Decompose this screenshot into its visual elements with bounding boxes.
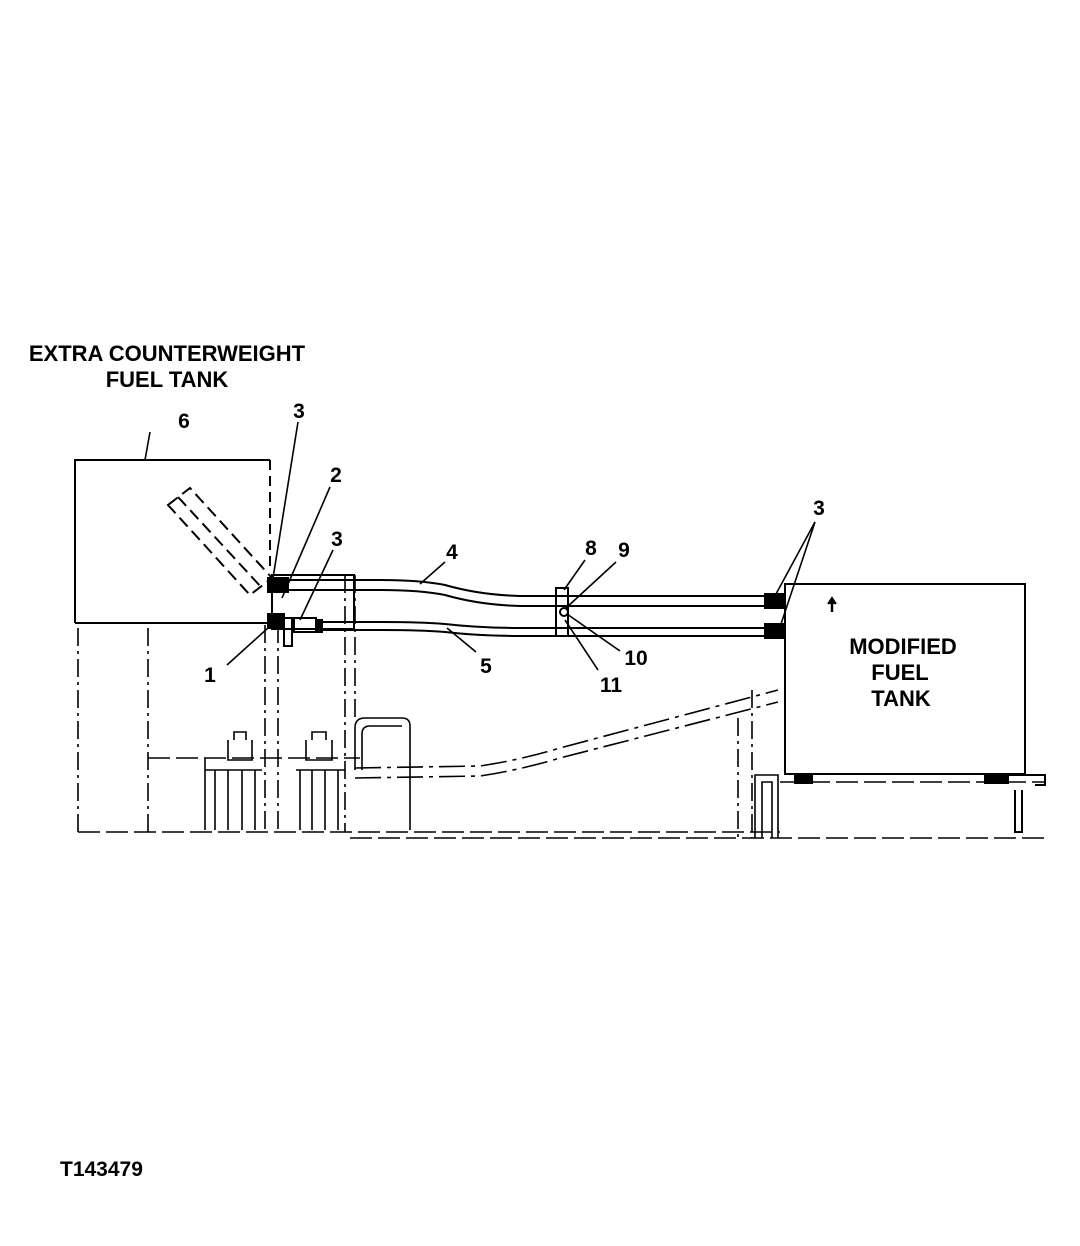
hose-clamp <box>555 587 569 637</box>
callout-3-right: 3 <box>813 497 825 520</box>
callout-4: 4 <box>446 541 458 564</box>
figure-id: T143479 <box>60 1158 143 1181</box>
callout-5: 5 <box>480 655 492 678</box>
callout-3-middle: 3 <box>331 528 343 551</box>
fittings-left <box>267 574 355 647</box>
modified-tank-line-1: MODIFIED <box>849 634 957 659</box>
callout-2: 2 <box>330 464 342 487</box>
fittings-right <box>764 590 786 640</box>
callout-3-top-left: 3 <box>293 400 305 423</box>
modified-tank-line-2: FUEL <box>871 660 928 685</box>
callout-10: 10 <box>624 647 647 670</box>
title-line-2: FUEL TANK <box>106 367 229 392</box>
modified-fuel-tank <box>784 583 1046 833</box>
leader-lines <box>144 421 816 671</box>
callout-9: 9 <box>618 539 630 562</box>
title-line-1: EXTRA COUNTERWEIGHT <box>29 341 306 366</box>
extra-counterweight-tank <box>74 459 274 624</box>
callout-11: 11 <box>600 674 623 697</box>
labels: EXTRA COUNTERWEIGHT FUEL TANK MODIFIED F… <box>29 341 957 1181</box>
callout-8: 8 <box>585 537 597 560</box>
mount-brackets <box>204 717 779 838</box>
modified-tank-line-3: TANK <box>871 686 931 711</box>
fuel-hose-4 <box>288 579 765 607</box>
frame-hidden-lines <box>77 575 1045 839</box>
callout-6: 6 <box>178 410 190 433</box>
callout-1: 1 <box>204 664 216 687</box>
fuel-hose-5 <box>318 621 765 637</box>
